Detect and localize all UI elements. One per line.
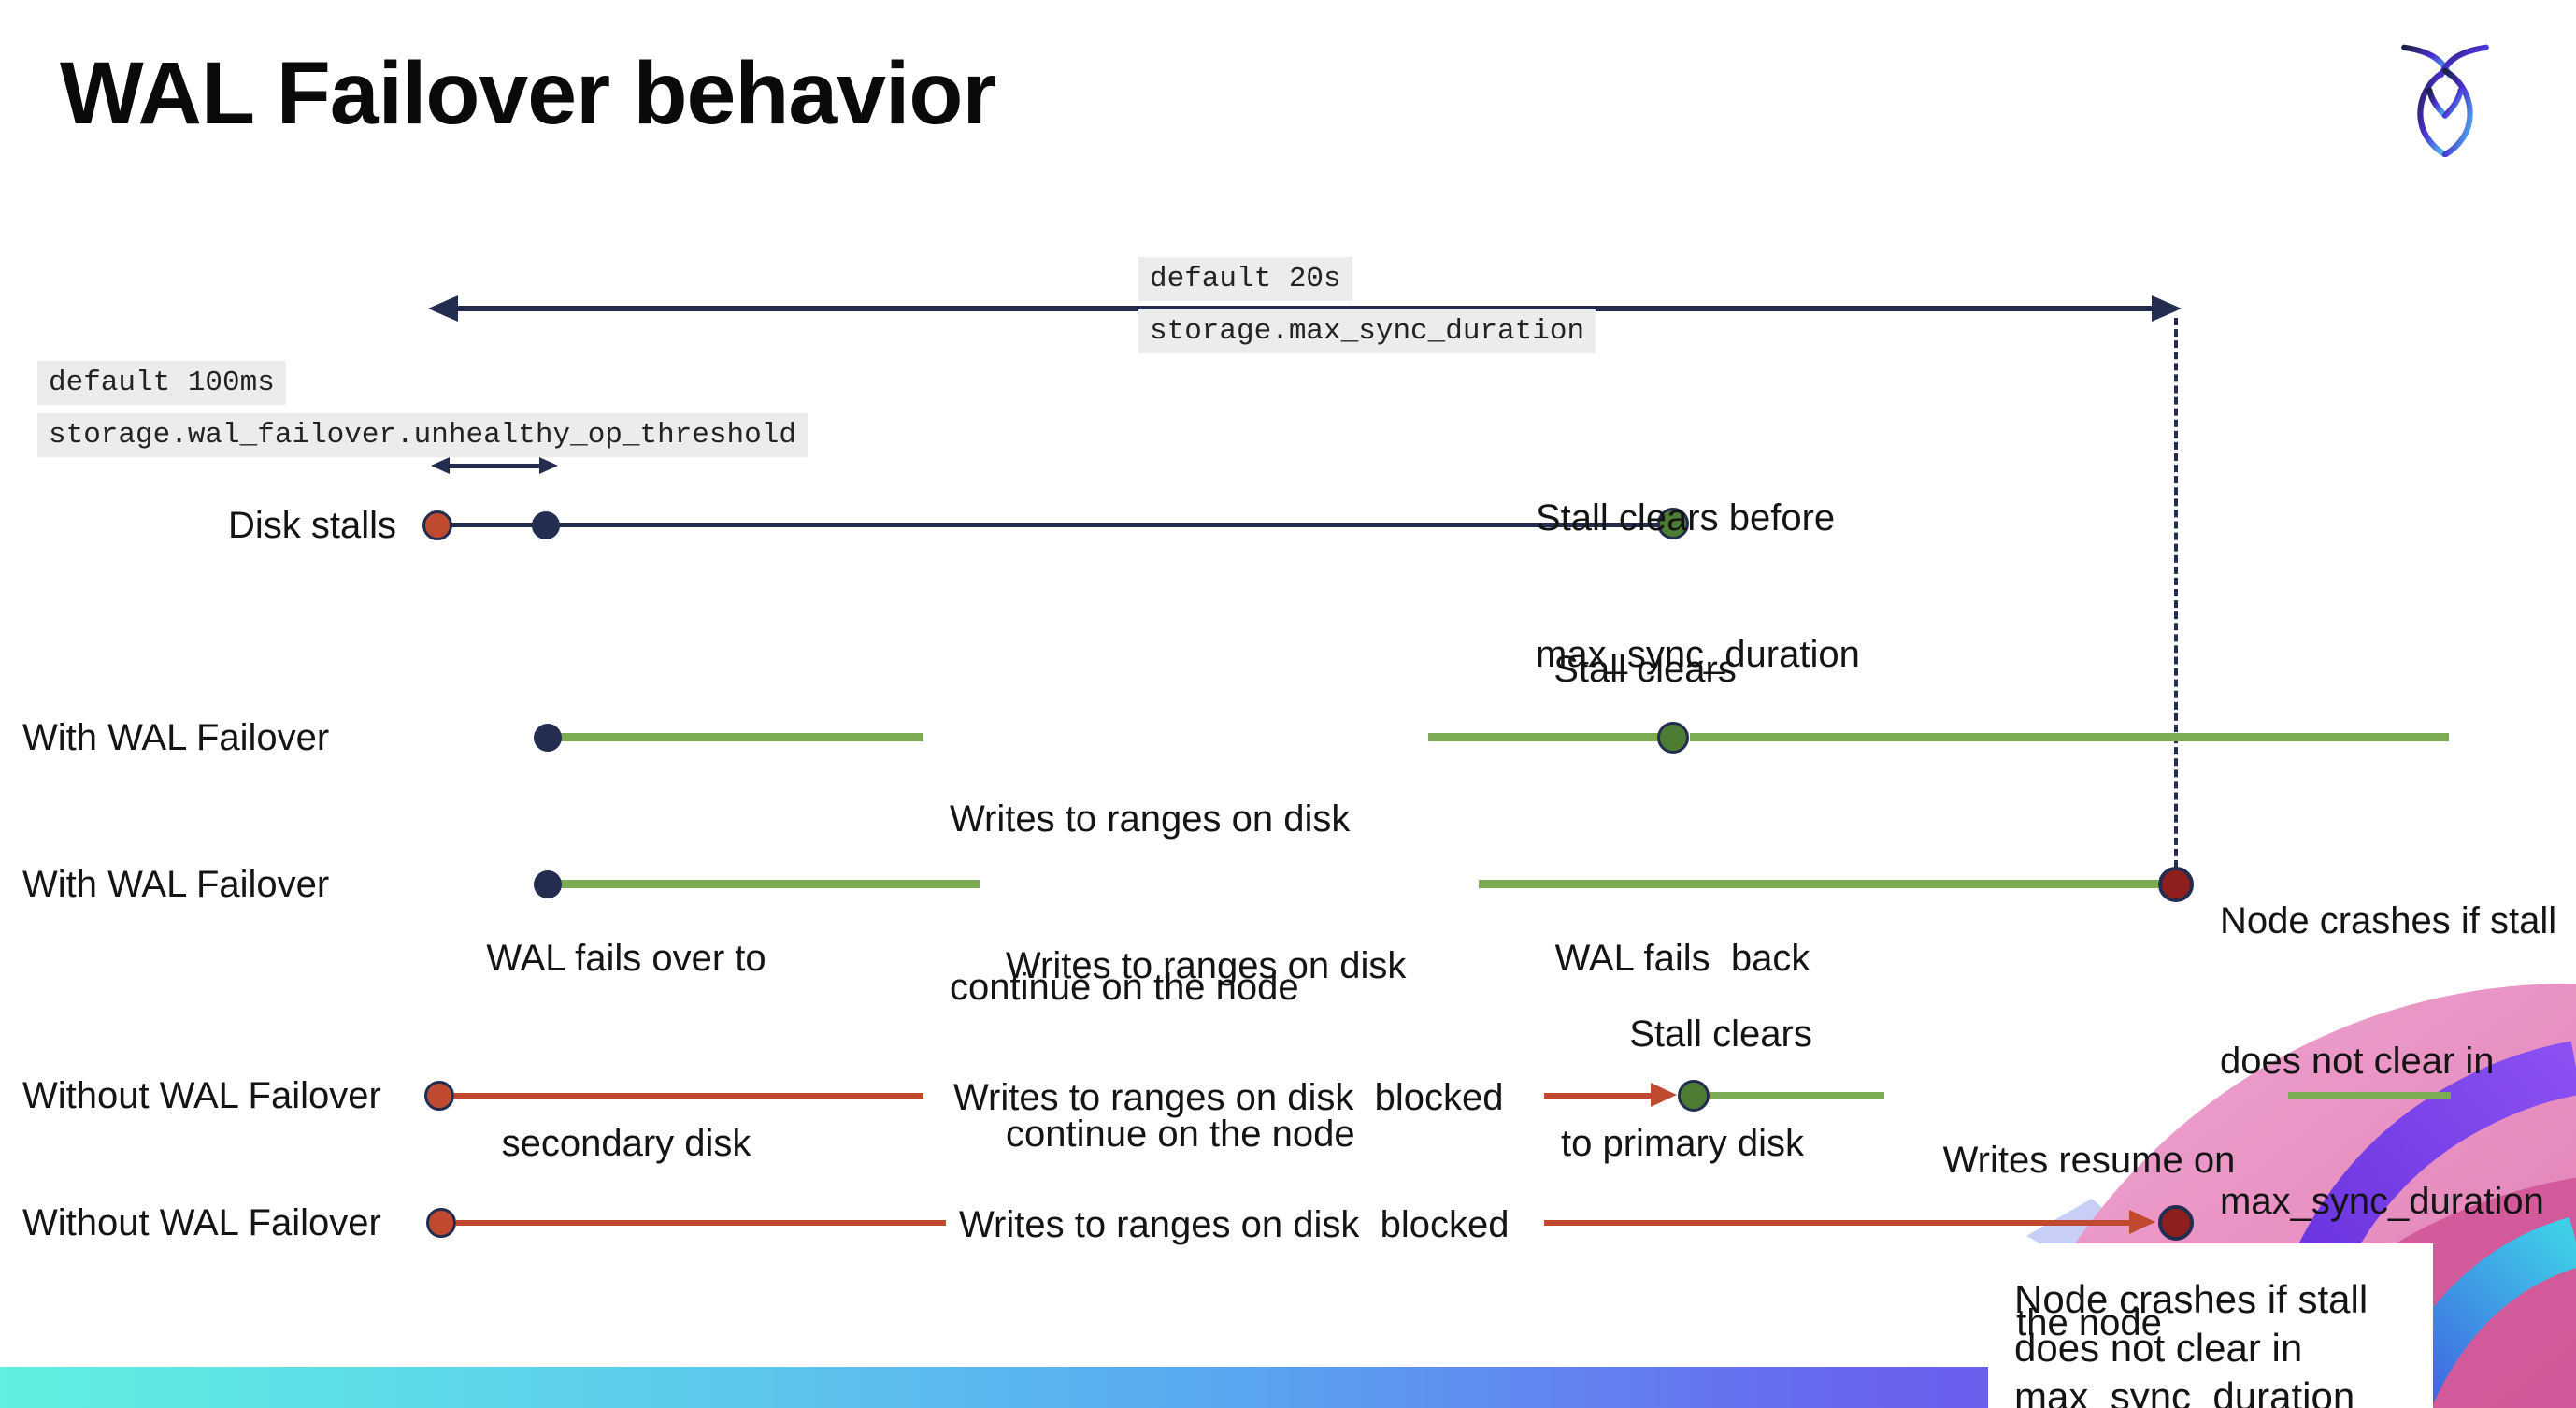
failover-dot	[534, 870, 562, 898]
writes-blocked-note: Writes to ranges on disk blocked	[959, 1204, 1510, 1245]
stall-start-dot	[426, 1208, 456, 1238]
node-crash-note: Node crashes if stall does not clear in …	[2220, 804, 2575, 1318]
note-line: secondary disk	[501, 1123, 751, 1164]
arrowhead-right-icon	[2152, 295, 2182, 322]
writes-blocked-note: Writes to ranges on disk blocked	[953, 1077, 1504, 1118]
writes-blocked-segment	[1544, 1093, 1654, 1099]
note-line: max_sync_duration	[2014, 1374, 2355, 1408]
note-line: max_sync_duration	[1536, 633, 1860, 675]
stall-clear-dot	[1657, 508, 1689, 539]
stall-start-dot	[424, 1081, 454, 1111]
row-label-with-wal-failover: With WAL Failover	[22, 717, 330, 758]
writes-blocked-segment	[1544, 1220, 2133, 1226]
stall-clears-before-note: Stall clears before max_sync_duration	[1536, 404, 1860, 769]
note-line: continue on the node	[950, 967, 1299, 1008]
arrowhead-left-icon	[431, 457, 450, 474]
note-line: WAL fails over to	[486, 938, 766, 979]
row-label-with-wal-failover: With WAL Failover	[22, 864, 330, 905]
note-line: the node	[2016, 1302, 2162, 1343]
node-crash-card: Node crashes if stall does not clear in …	[1988, 1243, 2433, 1408]
page-title: WAL Failover behavior	[60, 44, 996, 143]
row-label-disk-stalls: Disk stalls	[228, 505, 397, 546]
writes-continue-segment	[1479, 880, 2158, 888]
note-line: Writes to ranges on disk	[1006, 945, 1407, 986]
note-line: Node crashes if stall	[2220, 900, 2557, 941]
arrowhead-left-icon	[428, 295, 458, 322]
row-label-without-wal-failover: Without WAL Failover	[22, 1075, 381, 1116]
stall-clears-note: Stall clears	[1553, 649, 1737, 690]
note-line: Stall clears before	[1536, 496, 1836, 539]
stall-start-dot	[422, 510, 452, 540]
writes-resume-segment	[2288, 1092, 2451, 1099]
threshold-default-label: default 100ms	[37, 361, 286, 405]
cockroachdb-logo-icon	[2401, 44, 2489, 157]
threshold-dot	[532, 511, 560, 539]
writes-continue-note: Writes to ranges on disk continue on the…	[950, 679, 1350, 1128]
writes-continue-note: Writes to ranges on disk continue on the…	[1006, 826, 1406, 1274]
writes-continue-segment	[560, 880, 980, 888]
row-label-without-wal-failover: Without WAL Failover	[22, 1202, 381, 1243]
writes-resume-segment	[1710, 1092, 1884, 1099]
note-line: does not clear in	[2014, 1326, 2303, 1370]
note-line: WAL fails back	[1554, 938, 1810, 979]
failover-dot	[534, 724, 562, 752]
note-line: Writes resume on	[1942, 1140, 2236, 1181]
failover-note: WAL fails over to secondary disk	[439, 804, 813, 1298]
note-line: Node crashes if stall	[2014, 1277, 2368, 1321]
stall-clear-dot	[1678, 1080, 1710, 1112]
stall-clear-dot	[1657, 722, 1689, 754]
max-sync-default-label: default 20s	[1138, 257, 1352, 301]
disk-stall-timeline	[437, 523, 1673, 527]
failback-note: WAL fails back to primary disk	[1496, 804, 1869, 1298]
writes-continue-segment	[1690, 733, 2449, 741]
red-arrowhead-icon	[1651, 1083, 1677, 1107]
red-arrowhead-icon	[2129, 1210, 2155, 1234]
note-line: max_sync_duration	[2220, 1181, 2544, 1222]
threshold-setting-label: storage.wal_failover.unhealthy_op_thresh…	[37, 413, 808, 457]
node-crash-dot	[2158, 1205, 2194, 1241]
stall-clears-note: Stall clears	[1629, 1013, 1812, 1055]
writes-continue-segment	[1428, 733, 1658, 741]
writes-blocked-segment	[454, 1093, 923, 1099]
note-line: to primary disk	[1560, 1123, 1805, 1164]
writes-resume-note: Writes resume on the node	[1925, 1025, 2253, 1408]
max-sync-deadline-dashed-line	[2174, 318, 2178, 868]
writes-blocked-segment	[456, 1220, 946, 1226]
arrowhead-right-icon	[539, 457, 558, 474]
note-line: Writes to ranges on disk	[950, 798, 1351, 840]
max-sync-setting-label: storage.max_sync_duration	[1138, 309, 1596, 353]
threshold-span-line	[448, 464, 541, 468]
writes-continue-segment	[560, 733, 923, 741]
node-crash-dot	[2158, 867, 2194, 902]
note-line: continue on the node	[1006, 1113, 1355, 1155]
note-line: does not clear in	[2220, 1041, 2495, 1082]
max-sync-span-line	[456, 306, 2155, 311]
